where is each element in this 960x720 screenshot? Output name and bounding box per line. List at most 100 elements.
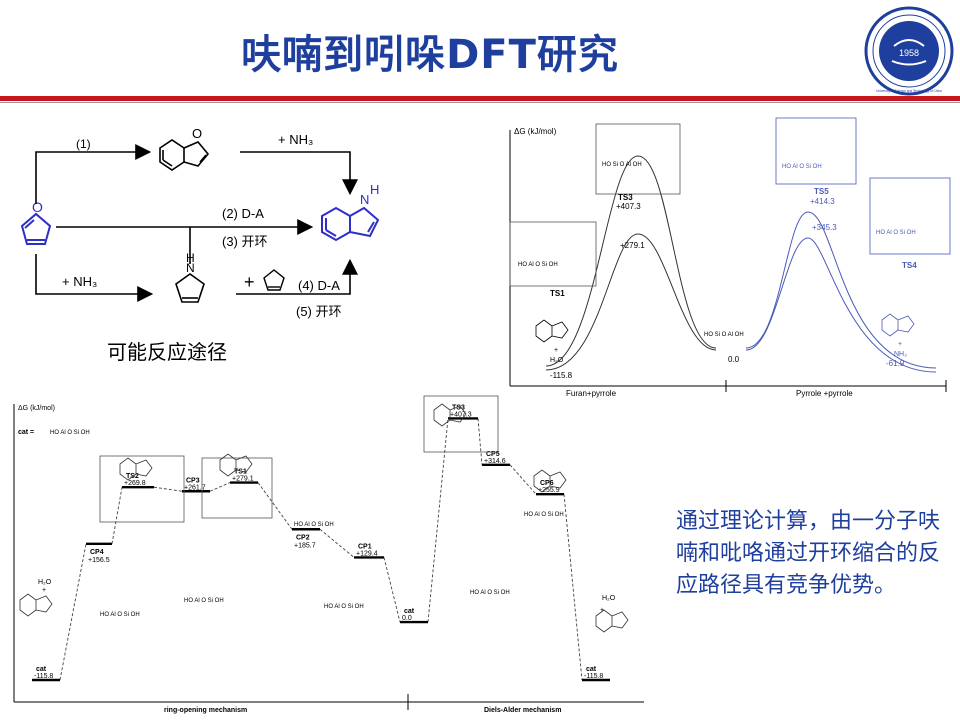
bottom-connector — [111, 487, 123, 544]
svg-text:HO Al O Si OH: HO Al O Si OH — [100, 612, 140, 618]
top-ts3-label: TS3 — [618, 193, 633, 202]
bottom-cat-label: cat = — [18, 429, 34, 436]
title-rule-grey — [0, 102, 960, 103]
bottom-right-axis-label: Diels-Alder mechanism — [484, 707, 561, 714]
scheme-caption: 可能反应途径 — [107, 340, 227, 364]
bottom-connector — [153, 486, 183, 492]
bottom-molecule-sketch — [433, 403, 467, 427]
bottom-label-cat_mid: cat — [404, 608, 415, 615]
bottom-molecule-sketch — [533, 469, 567, 493]
svg-text:HO Al O Si OH: HO Al O Si OH — [876, 230, 916, 236]
bottom-value-cp6: +255.9 — [538, 487, 560, 494]
bottom-molecule-sketch — [119, 457, 153, 481]
bottom-value-cat_left: -115.8 — [34, 673, 53, 680]
top-end-value: -61.9 — [886, 359, 905, 368]
bottom-label-cp5: CP5 — [486, 451, 500, 458]
pyrrole-small-molecule — [263, 269, 285, 291]
bottom-molecule-sketch — [595, 609, 629, 633]
indole-molecule — [321, 206, 380, 242]
bottom-ts-bracket — [99, 455, 185, 523]
logo-ring-text: University of Science and Technology of … — [876, 89, 942, 93]
bottom-left-axis-label: ring-opening mechanism — [164, 707, 247, 714]
bottom-label-cp2: CP2 — [296, 534, 310, 541]
bottom-ts-bracket — [423, 395, 499, 453]
bottom-h2o-left: H₂O — [38, 579, 52, 586]
bottom-value-cp5: +314.6 — [484, 458, 506, 465]
bottom-value-cp1: +129.4 — [356, 550, 378, 557]
route4-arrow — [236, 258, 358, 295]
route5-label: (5) 开环 — [296, 304, 342, 319]
top-curve-ts4 — [745, 237, 937, 373]
top-ts5-value: +414.3 — [810, 197, 835, 206]
svg-text:HO Al O Si OH: HO Al O Si OH — [184, 598, 224, 604]
bottom-connector — [427, 418, 449, 623]
bottom-connector — [563, 494, 583, 681]
bottom-value-ts2: +269.8 — [124, 480, 146, 487]
logo-year: 1958 — [899, 48, 919, 58]
pyrrole-hydrogen: H — [186, 251, 195, 265]
nh3-top-label: + NH₃ — [278, 132, 313, 147]
bottom-plus-left: + — [42, 587, 46, 594]
furan-molecule — [20, 212, 52, 245]
benzofuran-molecule — [159, 139, 210, 171]
svg-text:HO Al O Si OH: HO Al O Si OH — [294, 522, 334, 528]
nh3-bottom-arrow — [35, 254, 154, 302]
bottom-molecule-sketch — [19, 593, 53, 617]
bottom-connector — [477, 418, 483, 465]
bottom-label-cp3: CP3 — [186, 477, 200, 484]
nh3-bottom-label: + NH₃ — [62, 274, 97, 289]
slide-title: 呋喃到吲哚DFT研究 — [241, 32, 619, 78]
top-curve-ts5 — [745, 211, 937, 369]
bottom-label-cat_right: cat — [586, 666, 597, 673]
bottom-value-cp3: +261.7 — [184, 484, 206, 491]
bottom-connector — [319, 528, 355, 558]
svg-text:HO Al O Si OH: HO Al O Si OH — [50, 430, 90, 436]
top-ts5-label: TS5 — [814, 187, 829, 196]
pyrrole-nitrogen: N — [186, 261, 195, 275]
bottom-connector — [257, 482, 293, 530]
title-rule-red — [0, 96, 960, 101]
svg-text:HO Si O Al OH: HO Si O Al OH — [602, 162, 642, 168]
bottom-value-ts1: +279.1 — [232, 476, 254, 483]
top-start-value: -115.8 — [550, 371, 573, 380]
nh3-top-arrow — [240, 151, 358, 196]
top-left-axis-label: Furan+pyrrole — [566, 389, 617, 398]
bottom-connector — [509, 464, 537, 495]
energy-profile-top: ΔG (kJ/mol) Furan+pyrrole Pyrrole +pyrro… — [506, 116, 954, 398]
bottom-ts-bracket — [201, 457, 273, 519]
indole-nitrogen: N — [360, 192, 369, 207]
top-curve-ts3 — [545, 155, 717, 367]
route1-arrow — [35, 144, 152, 204]
bottom-label-ts3: TS3 — [452, 404, 465, 411]
university-logo: 1958 University of Science and Technolog… — [864, 6, 954, 96]
top-curve-ts1 — [545, 233, 717, 371]
svg-text:HO Al O Si OH: HO Al O Si OH — [524, 512, 564, 518]
top-h2o: H₂O — [550, 357, 564, 364]
svg-text:HO Al O Si OH: HO Al O Si OH — [470, 590, 510, 596]
bottom-label-cp4: CP4 — [90, 549, 104, 556]
svg-text:HO Al O Si OH: HO Al O Si OH — [518, 262, 558, 268]
indole-hydrogen: H — [370, 182, 379, 197]
top-ylabel: ΔG (kJ/mol) — [514, 127, 557, 136]
bottom-label-cp6: CP6 — [540, 480, 554, 487]
top-nh3: NH₃ — [894, 351, 907, 358]
bottom-label-cp1: CP1 — [358, 543, 372, 550]
reaction-scheme: O (1) + NH₃ (2) D-A (3) 开环 + NH₃ + (4) D… — [20, 126, 380, 319]
bottom-label-ts1: TS1 — [234, 469, 247, 476]
bottom-plus-right: + — [600, 607, 604, 614]
furan-oxygen: O — [32, 199, 43, 215]
route3-label: (3) 开环 — [222, 234, 268, 249]
bottom-molecule-sketch — [219, 453, 253, 477]
route2-label: (2) D-A — [222, 206, 264, 221]
bottom-value-cp4: +156.5 — [88, 557, 110, 564]
bottom-value-cat_mid: 0.0 — [402, 615, 412, 622]
bottom-connector — [59, 543, 87, 681]
benzofuran-oxygen: O — [192, 126, 202, 141]
top-plus-left: + — [554, 347, 558, 354]
pyrrole-molecule — [175, 273, 205, 303]
bottom-value-ts3: +407.3 — [450, 411, 472, 418]
bottom-value-cat_right: -115.8 — [584, 673, 603, 680]
top-mid-value: 0.0 — [728, 355, 740, 364]
route1-label: (1) — [76, 137, 91, 151]
svg-text:HO Si O Al OH: HO Si O Al OH — [704, 332, 744, 338]
